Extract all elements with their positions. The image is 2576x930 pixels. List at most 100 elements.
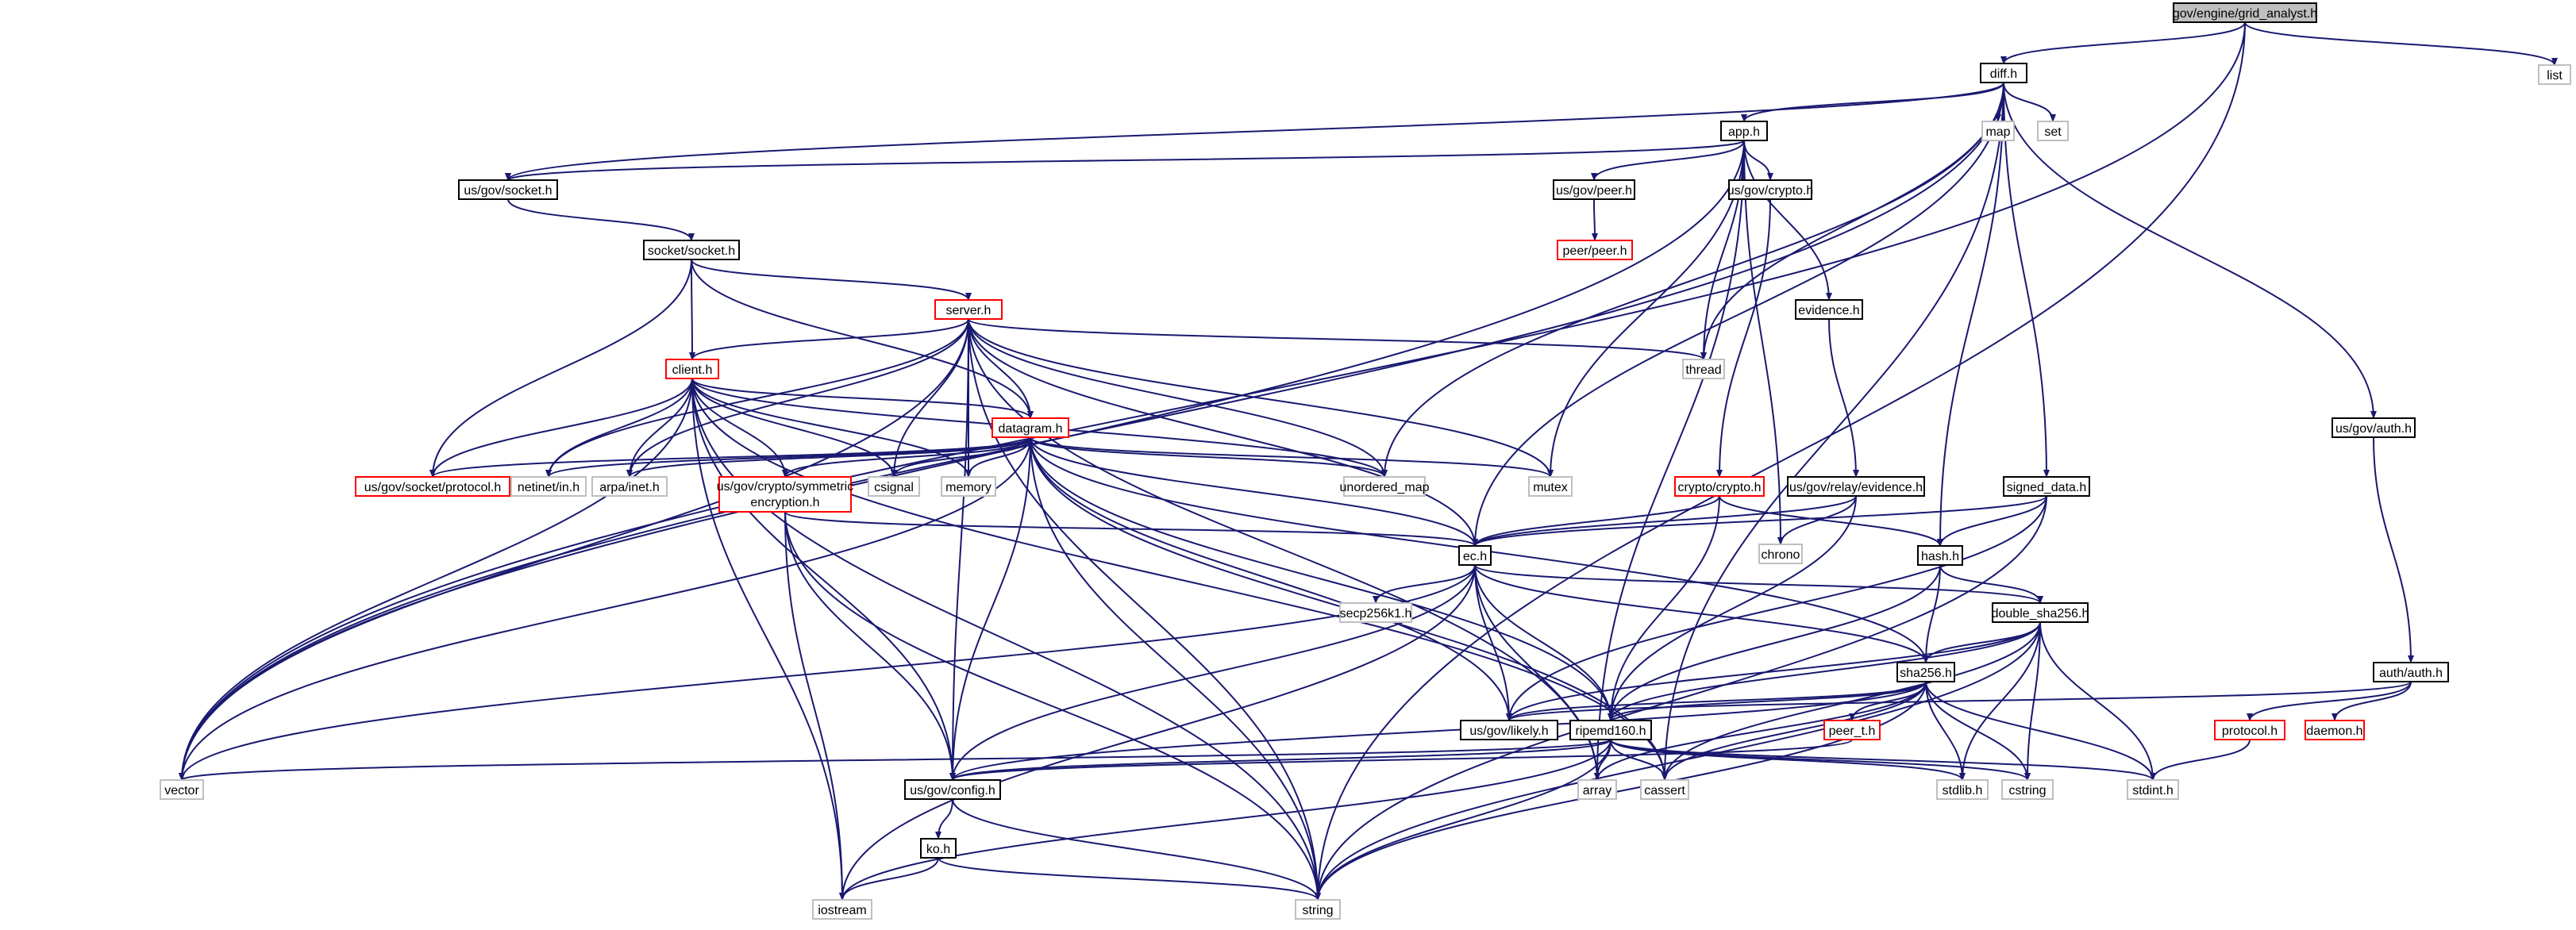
node-label-socketsocket: socket/socket.h <box>648 244 735 258</box>
edge-client-to-arpa <box>626 378 693 478</box>
node-ko[interactable]: ko.h <box>920 838 957 859</box>
edge-ec-to-sha256 <box>1474 564 1929 663</box>
node-app[interactable]: app.h <box>1720 121 1768 141</box>
edge-ec-to-config <box>949 564 1476 781</box>
node-server[interactable]: server.h <box>934 299 1003 320</box>
node-ec[interactable]: ec.h <box>1458 545 1492 566</box>
edge-app-to-thread <box>1700 140 1745 360</box>
node-likely[interactable]: us/gov/likely.h <box>1460 720 1558 740</box>
node-label-evidence: evidence.h <box>1798 304 1859 317</box>
edge-hash-to-dsha <box>1939 564 2043 604</box>
edge-config-to-ko <box>935 798 953 840</box>
edge-sha256-to-stdint <box>1925 681 2156 781</box>
edge-root-to-string <box>1315 21 2246 901</box>
node-dsha[interactable]: double_sha256.h <box>1992 602 2089 623</box>
node-box-set <box>2037 121 2069 141</box>
node-root[interactable]: gov/engine/grid_analyst.h <box>2173 2 2317 23</box>
edge-ec-to-secp <box>1373 564 1476 604</box>
edge-root-to-diff <box>2000 21 2246 64</box>
edge-ko-to-string <box>938 857 1321 901</box>
edge-ec-to-likely <box>1474 564 1512 721</box>
node-socketsocket[interactable]: socket/socket.h <box>643 240 740 260</box>
node-box-stdlib <box>1936 779 1989 800</box>
node-protocol_us[interactable]: us/gov/socket/protocol.h <box>355 476 510 497</box>
node-client[interactable]: client.h <box>665 359 719 379</box>
node-authauth[interactable]: auth/auth.h <box>2373 662 2449 682</box>
node-label-stdlib: stdlib.h <box>1943 784 1983 797</box>
edge-root-to-list <box>2244 21 2558 66</box>
node-box-client <box>665 359 719 379</box>
edge-server-to-config <box>949 318 969 781</box>
node-peer_us[interactable]: us/gov/peer.h <box>1553 179 1635 200</box>
node-crypto_us[interactable]: us/gov/crypto.h <box>1727 179 1814 200</box>
edge-peer_us-to-peerpeer <box>1591 198 1598 241</box>
node-peert[interactable]: peer_t.h <box>1823 720 1881 740</box>
edge-sha256-to-likely <box>1506 681 1927 721</box>
edge-ec-to-iostream <box>839 564 1476 901</box>
node-protocolh[interactable]: protocol.h <box>2214 720 2285 740</box>
edge-app-to-socket_us <box>505 140 1745 181</box>
node-string: string <box>1295 899 1341 920</box>
edge-server-to-datagram <box>968 318 1034 419</box>
edge-cryptocrypto-to-hash <box>1719 495 1943 547</box>
edge-root-to-vector <box>179 21 2246 781</box>
node-sha256[interactable]: sha256.h <box>1896 662 1955 682</box>
node-box-mutex <box>1528 476 1573 497</box>
node-box-csignal <box>868 476 920 497</box>
edge-authus-to-authauth <box>2373 436 2414 663</box>
edge-datagram-to-vector <box>179 436 1031 781</box>
node-diff[interactable]: diff.h <box>1980 63 2027 83</box>
edge-cryptocrypto-to-ec <box>1472 495 1720 547</box>
edge-diff-to-app <box>1741 82 2004 122</box>
node-box-peert <box>1823 720 1881 740</box>
edge-hash-to-sha256 <box>1923 564 1941 663</box>
node-peerpeer[interactable]: peer/peer.h <box>1557 240 1633 260</box>
edge-datagram-to-unordered_map <box>1030 436 1388 478</box>
node-label-datagram: datagram.h <box>999 422 1063 436</box>
node-hash[interactable]: hash.h <box>1917 545 1963 566</box>
edge-app-to-peer_us <box>1591 140 1745 181</box>
node-label-authus: us/gov/auth.h <box>2335 422 2412 436</box>
node-box-ko <box>920 838 957 859</box>
node-box-datagram <box>992 417 1069 438</box>
edge-datagram-to-ripemd <box>1030 436 1614 721</box>
node-label-ko: ko.h <box>926 843 950 856</box>
node-socket_us[interactable]: us/gov/socket.h <box>458 179 558 200</box>
edge-socketsocket-to-server <box>691 259 972 301</box>
node-label-ec: ec.h <box>1463 550 1487 563</box>
node-box-symenc_line1 <box>718 476 852 513</box>
node-config[interactable]: us/gov/config.h <box>904 779 1001 800</box>
node-box-protocol_us <box>355 476 510 497</box>
node-box-memory <box>941 476 996 497</box>
node-daemon[interactable]: daemon.h <box>2305 720 2365 740</box>
node-cryptocrypto[interactable]: crypto/crypto.h <box>1674 476 1765 497</box>
node-label-peerpeer: peer/peer.h <box>1563 244 1627 258</box>
node-box-thread <box>1682 359 1725 379</box>
edge-signed_data-to-string <box>1315 495 2047 901</box>
node-label-thread: thread <box>1685 363 1721 377</box>
node-signed_data[interactable]: signed_data.h <box>2003 476 2090 497</box>
edge-ripemd-to-stdint <box>1610 739 2156 781</box>
edge-datagram-to-protocol_us <box>429 436 1031 478</box>
edge-sha256-to-string <box>1315 681 1927 901</box>
edge-symenc_line1-to-config <box>784 511 956 781</box>
node-label-sha256: sha256.h <box>1900 667 1952 680</box>
node-label-authauth: auth/auth.h <box>2379 667 2443 680</box>
edge-authauth-to-protocolh <box>2247 681 2412 721</box>
node-box-socketsocket <box>643 240 740 260</box>
edge-relayevidence-to-chrono <box>1777 495 1857 545</box>
edge-app-to-vector <box>179 140 1745 781</box>
node-box-protocolh <box>2214 720 2285 740</box>
node-relayevidence[interactable]: us/gov/relay/evidence.h <box>1787 476 1925 497</box>
edge-client-to-symenc_line1 <box>691 378 788 478</box>
edge-datagram-to-csignal <box>891 436 1031 478</box>
node-authus[interactable]: us/gov/auth.h <box>2331 417 2416 438</box>
node-label-memory: memory <box>945 481 992 494</box>
node-evidence[interactable]: evidence.h <box>1795 299 1863 320</box>
node-label-symenc-line2: encryption.h <box>750 496 819 509</box>
node-datagram[interactable]: datagram.h <box>992 417 1069 438</box>
edge-diff-to-set <box>2003 82 2056 122</box>
node-ripemd[interactable]: ripemd160.h <box>1569 720 1652 740</box>
